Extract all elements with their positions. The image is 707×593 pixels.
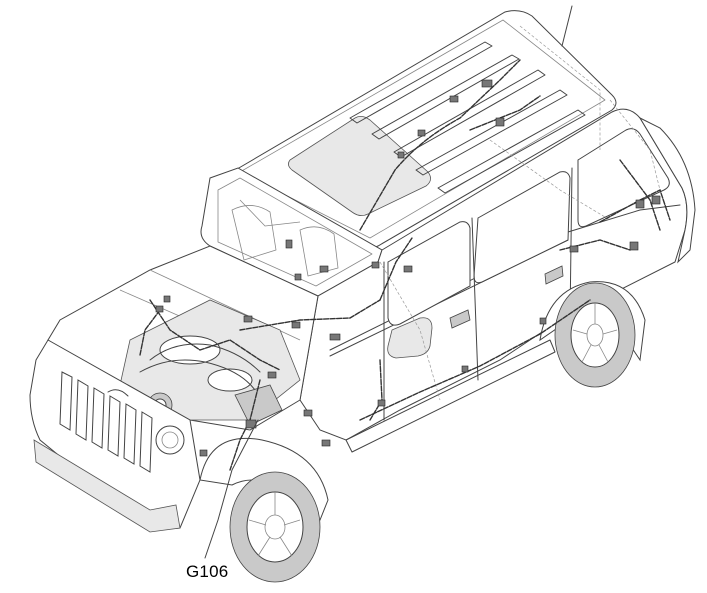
side-mirror [387,317,433,359]
hidden-structure [379,25,661,401]
antenna [561,5,573,47]
ground-point-label: G106 [186,562,229,581]
rear-wheel [539,281,646,388]
front-fascia [29,339,201,533]
roof-rails [349,41,586,194]
wiring-harness [139,59,671,471]
front-wheel [199,437,329,583]
engine-bay [119,299,301,426]
interior-seats [231,199,339,277]
rear-tailgate [638,116,696,264]
harness-connectors [155,79,661,457]
g106-leader-line [204,419,259,559]
sunroof-panel [288,116,431,216]
